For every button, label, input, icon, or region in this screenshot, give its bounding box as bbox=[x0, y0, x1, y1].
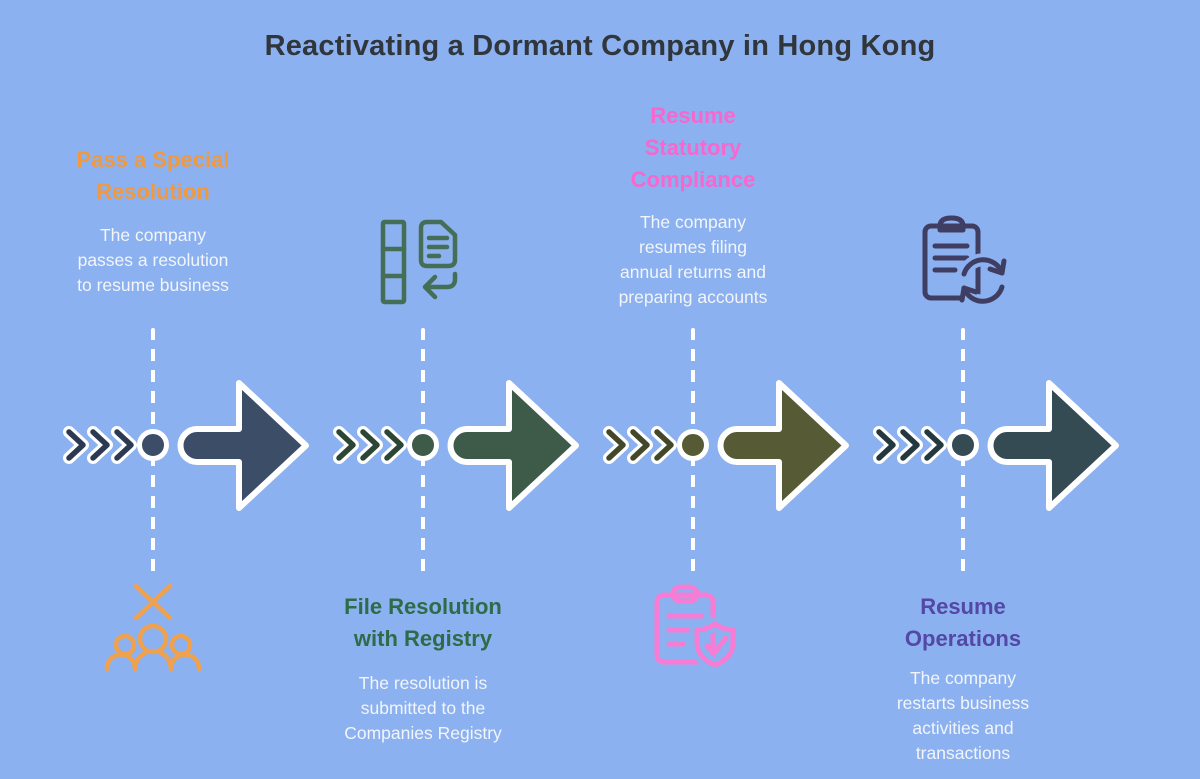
chevrons-icon bbox=[333, 423, 407, 467]
step1-heading: Pass a Special Resolution bbox=[76, 147, 230, 204]
chevrons-icon bbox=[63, 423, 137, 467]
arrow-icon bbox=[987, 379, 1120, 512]
clipboard-refresh-icon bbox=[917, 215, 1009, 308]
timeline-dot bbox=[407, 429, 439, 461]
timeline-dot bbox=[137, 429, 169, 461]
arrow-icon bbox=[447, 379, 580, 512]
step4-heading: Resume Operations bbox=[904, 594, 1022, 651]
step3-description: The company resumes filing annual return… bbox=[618, 212, 768, 307]
arrow-icon bbox=[177, 379, 310, 512]
step3-heading: Resume Statutory Compliance bbox=[630, 103, 756, 192]
step2-description: The resolution is submitted to the Compa… bbox=[344, 673, 502, 743]
step1-description: The company passes a resolution to resum… bbox=[77, 225, 229, 295]
step2-heading: File Resolution with Registry bbox=[344, 594, 502, 651]
step4-description: The company restarts business activities… bbox=[896, 668, 1030, 763]
chevrons-icon bbox=[603, 423, 677, 467]
timeline-dot bbox=[947, 429, 979, 461]
chevrons-icon bbox=[873, 423, 947, 467]
vote-people-icon bbox=[104, 582, 202, 674]
document-submit-icon bbox=[377, 216, 469, 308]
arrow-icon bbox=[717, 379, 850, 512]
page-title: Reactivating a Dormant Company in Hong K… bbox=[264, 30, 936, 62]
clipboard-shield-icon bbox=[649, 584, 740, 672]
timeline-dot bbox=[677, 429, 709, 461]
